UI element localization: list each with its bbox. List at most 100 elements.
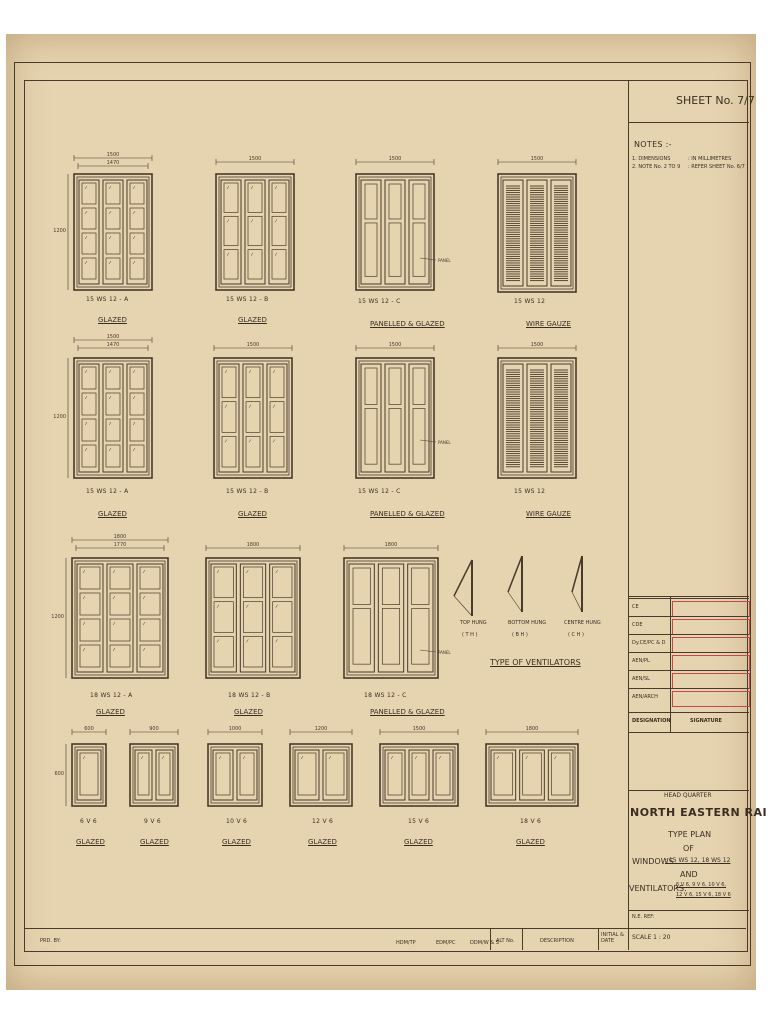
window-code: 18 WS 12 - B (228, 692, 271, 699)
edm-label: EDM/PC (436, 940, 456, 946)
windows-list: : 15 WS 12, 18 WS 12 (665, 857, 731, 864)
designation-cell: AEN/PL (632, 658, 650, 664)
tb-divider (628, 910, 749, 911)
vent-type-centre: CENTRE HUNG (564, 620, 601, 626)
ne-ref: N.E. REF: (632, 914, 655, 920)
panel-label: PANEL (438, 650, 451, 655)
note-1: 1. DIMENSIONS (632, 156, 671, 162)
note-2-value: : REFER SHEET No. 6/7 (688, 164, 745, 170)
signature-row (628, 598, 749, 599)
vent-type-centre-code: ( C H ) (568, 632, 584, 638)
ddm-label: DDM/W & S (470, 940, 499, 946)
window-code: 15 WS 12 - C (358, 488, 401, 495)
ventilator-code: 6 V 6 (80, 818, 98, 825)
dim-h: 1200 (51, 614, 64, 620)
window-code: 15 WS 12 - A (86, 488, 129, 495)
dim-w: 1770 (114, 542, 127, 548)
dim-h: 600 (54, 771, 64, 777)
vent-9v6 (129, 743, 179, 807)
ventilator-type: GLAZED (308, 838, 337, 846)
window-15ws12c-r1 (355, 173, 435, 291)
window-type: GLAZED (238, 316, 267, 324)
bottom-divider (598, 928, 599, 950)
dim-w: 1500 (531, 156, 544, 162)
window-type: GLAZED (96, 708, 125, 716)
ventilator-type: GLAZED (76, 838, 105, 846)
tb-divider (628, 732, 749, 733)
panel-leader (419, 439, 437, 443)
dim-w: 1000 (229, 726, 242, 732)
window-code: 15 WS 12 - A (86, 296, 129, 303)
notes-title: NOTES :- (634, 140, 672, 149)
window-15ws12a-r2 (73, 357, 153, 479)
vent-type-top-code: ( T H ) (462, 632, 478, 638)
dim-h: 1200 (53, 228, 66, 234)
window-15ws12-gauze-r1 (497, 173, 577, 293)
vent-types-heading: TYPE OF VENTILATORS (490, 658, 581, 667)
window-code: 15 WS 12 - B (226, 488, 269, 495)
window-type: PANELLED & GLAZED (370, 320, 445, 328)
tb-divider (628, 596, 749, 597)
window-type: PANELLED & GLAZED (370, 510, 445, 518)
dim-w: 1470 (107, 342, 120, 348)
window-code: 15 WS 12 (514, 298, 546, 305)
dim-w: 1800 (114, 534, 127, 540)
ventilator-code: 12 V 6 (312, 818, 334, 825)
panel-leader (419, 257, 437, 261)
designation-cell: Dy.CE/PC & D (632, 640, 666, 646)
ventilators-list-1: 6 V 6, 9 V 6, 10 V 6, (676, 882, 727, 888)
dim-w: 900 (149, 726, 159, 732)
vent-12v6 (289, 743, 353, 807)
window-15ws12-gauze-r2 (497, 357, 577, 479)
vent-18v6 (485, 743, 579, 807)
vent-type-top: TOP HUNG (460, 620, 487, 626)
dim-w: 1800 (385, 542, 398, 548)
dim-w: 1800 (526, 726, 539, 732)
scale: SCALE 1 : 20 (632, 934, 671, 941)
prepared-by: PRD. BY: (40, 938, 61, 944)
dim-w: 600 (84, 726, 94, 732)
vent-15v6 (379, 743, 459, 807)
ventilator-code: 9 V 6 (144, 818, 162, 825)
window-15ws12b-r1 (215, 173, 295, 291)
window-code: 18 WS 12 - C (364, 692, 407, 699)
ventilator-code: 18 V 6 (520, 818, 542, 825)
hdm-label: HDM/TP (396, 940, 416, 946)
window-type: PANELLED & GLAZED (370, 708, 445, 716)
window-code: 15 WS 12 - C (358, 298, 401, 305)
vent-type-bottom: BOTTOM HUNG (508, 620, 547, 626)
signature-cell (672, 691, 750, 707)
window-18ws12c (343, 557, 439, 679)
bottom-hung-sketch (507, 555, 523, 613)
window-code: 18 WS 12 - A (90, 692, 133, 699)
note-1-value: : IN MILLIMETRES (688, 156, 732, 162)
designation-cell: AEN/ARCH (632, 694, 658, 700)
dim-w: 1500 (389, 156, 402, 162)
tb-divider (628, 712, 749, 713)
of-label: OF (683, 844, 694, 853)
dim-h: 1200 (53, 414, 66, 420)
dim-w: 1200 (315, 726, 328, 732)
window-15ws12a-r1 (73, 173, 153, 291)
signature-row (628, 616, 749, 617)
vent-type-bottom-code: ( B H ) (512, 632, 528, 638)
designation-header: DESIGNATION (632, 718, 671, 724)
dim-w: 1800 (247, 542, 260, 548)
type-plan: TYPE PLAN (668, 830, 712, 839)
designation-cell: CDE (632, 622, 643, 628)
title-block-column (628, 80, 750, 950)
dim-w: 1500 (107, 334, 120, 340)
signature-row (628, 634, 749, 635)
window-type: GLAZED (238, 510, 267, 518)
window-18ws12b (205, 557, 301, 679)
sheet-number: SHEET No. 7/7 (676, 94, 755, 107)
bottom-strip (24, 928, 746, 929)
tb-divider (628, 122, 749, 123)
window-type: GLAZED (98, 316, 127, 324)
window-type: GLAZED (98, 510, 127, 518)
signature-row (628, 652, 749, 653)
windows-label: WINDOWS (632, 857, 674, 866)
window-type: WIRE GAUZE (526, 510, 571, 518)
dim-w: 1500 (107, 152, 120, 158)
